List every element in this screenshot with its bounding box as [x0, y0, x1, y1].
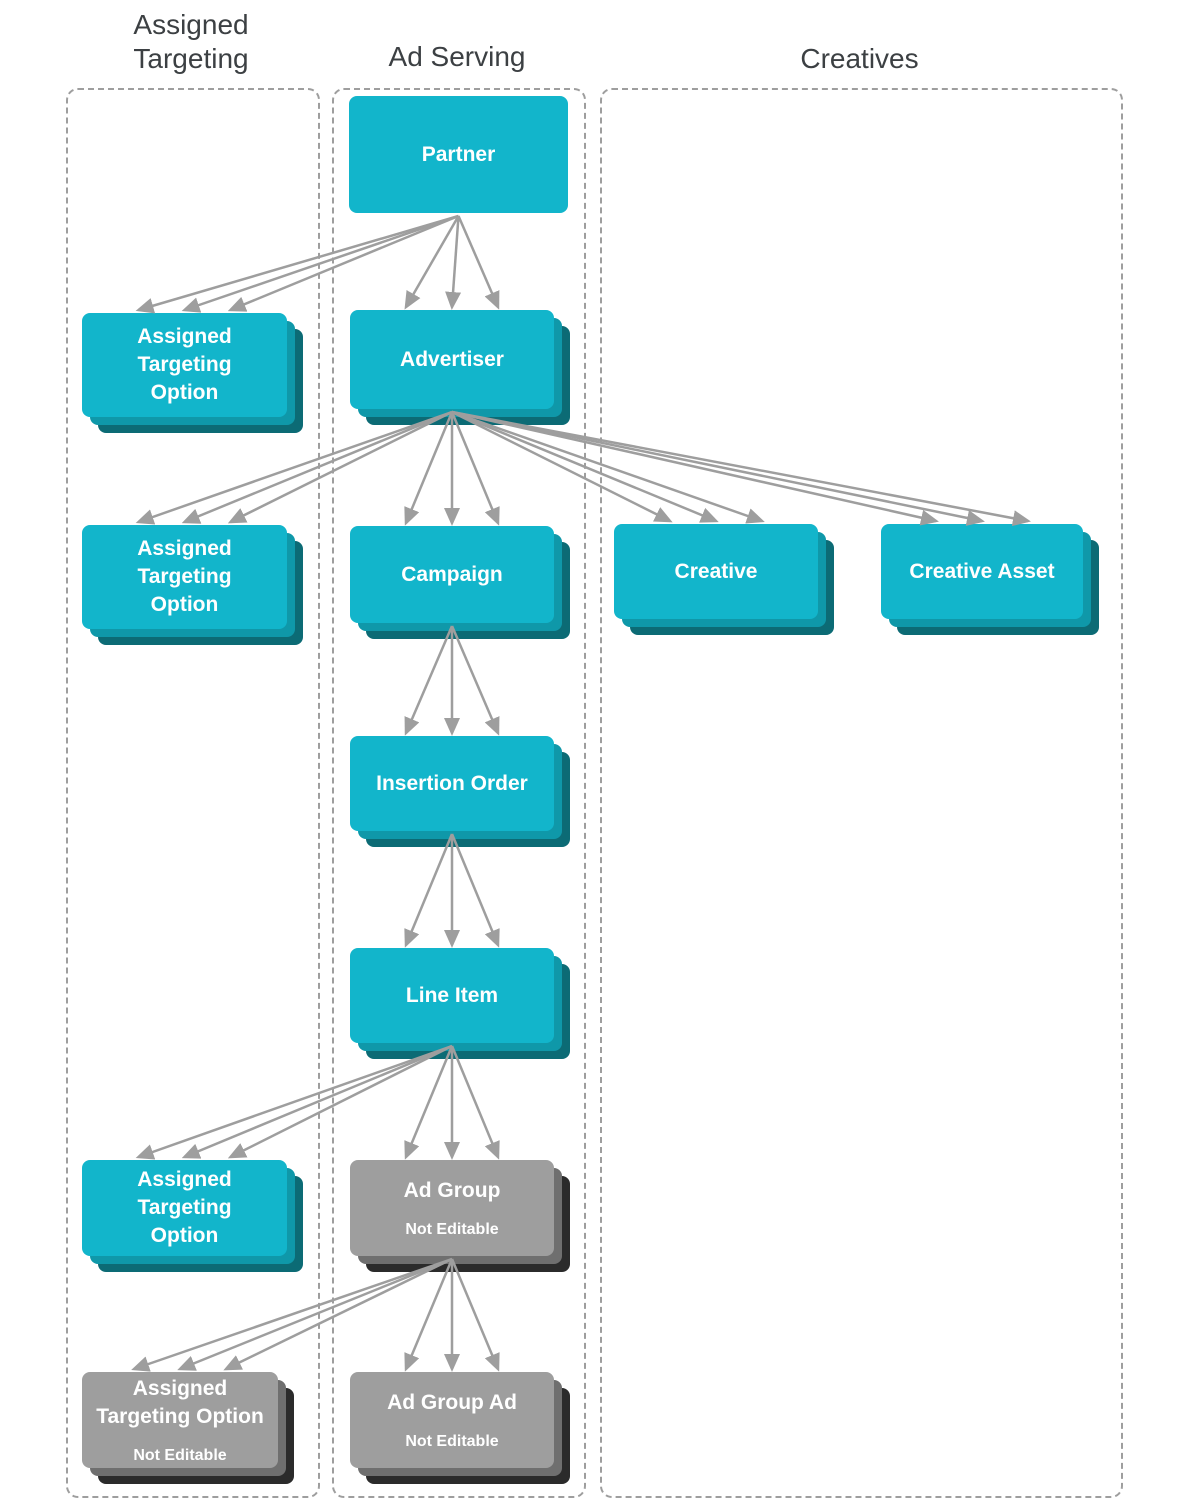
column-title-ad-serving: Ad Serving [388, 41, 526, 72]
column-ad-serving [332, 88, 586, 1498]
node-campaign-label: Campaign [401, 562, 503, 586]
node-line-item: Line Item [350, 948, 554, 1043]
node-partner: Partner [349, 96, 568, 213]
node-assigned-targeting-option-line-item-label: Assigned Targeting Option [137, 1168, 232, 1247]
node-ad-group-ad-not-editable-badge: Not Editable [405, 1433, 499, 1450]
node-campaign: Campaign [350, 526, 554, 623]
node-insertion-order: Insertion Order [350, 736, 554, 831]
node-assigned-targeting-option-partner: Assigned Targeting Option [82, 313, 287, 417]
column-assigned-targeting [66, 88, 320, 1498]
node-advertiser-label: Advertiser [400, 347, 504, 371]
node-assigned-targeting-option-ad-group-label: Assigned Targeting Option [96, 1377, 264, 1428]
column-title-assigned-targeting: Assigned Targeting [133, 9, 249, 74]
node-assigned-targeting-option-advertiser: Assigned Targeting Option [82, 525, 287, 629]
node-creative-asset: Creative Asset [881, 524, 1083, 619]
node-assigned-targeting-option-ad-group: Assigned Targeting Option Not Editable [82, 1372, 278, 1468]
node-line-item-label: Line Item [405, 983, 499, 1007]
node-ad-group: Ad Group Not Editable [350, 1160, 554, 1256]
node-ad-group-not-editable-badge: Not Editable [405, 1221, 499, 1238]
node-assigned-targeting-option-ad-group-not-editable-badge: Not Editable [133, 1447, 227, 1464]
node-creative-asset-label: Creative Asset [909, 559, 1055, 583]
node-assigned-targeting-option-advertiser-label: Assigned Targeting Option [137, 537, 232, 616]
node-assigned-targeting-option-partner-label: Assigned Targeting Option [137, 325, 232, 404]
column-title-creatives: Creatives [800, 43, 919, 74]
node-advertiser: Advertiser [350, 310, 554, 409]
node-ad-group-ad-label: Ad Group Ad [387, 1391, 517, 1414]
node-insertion-order-label: Insertion Order [376, 771, 528, 795]
node-creative-label: Creative [674, 559, 758, 583]
node-ad-group-label: Ad Group [403, 1179, 501, 1202]
node-creative: Creative [614, 524, 818, 619]
node-partner-label: Partner [421, 142, 496, 166]
column-creatives [600, 88, 1123, 1498]
node-ad-group-ad: Ad Group Ad Not Editable [350, 1372, 554, 1468]
node-assigned-targeting-option-line-item: Assigned Targeting Option [82, 1160, 287, 1256]
